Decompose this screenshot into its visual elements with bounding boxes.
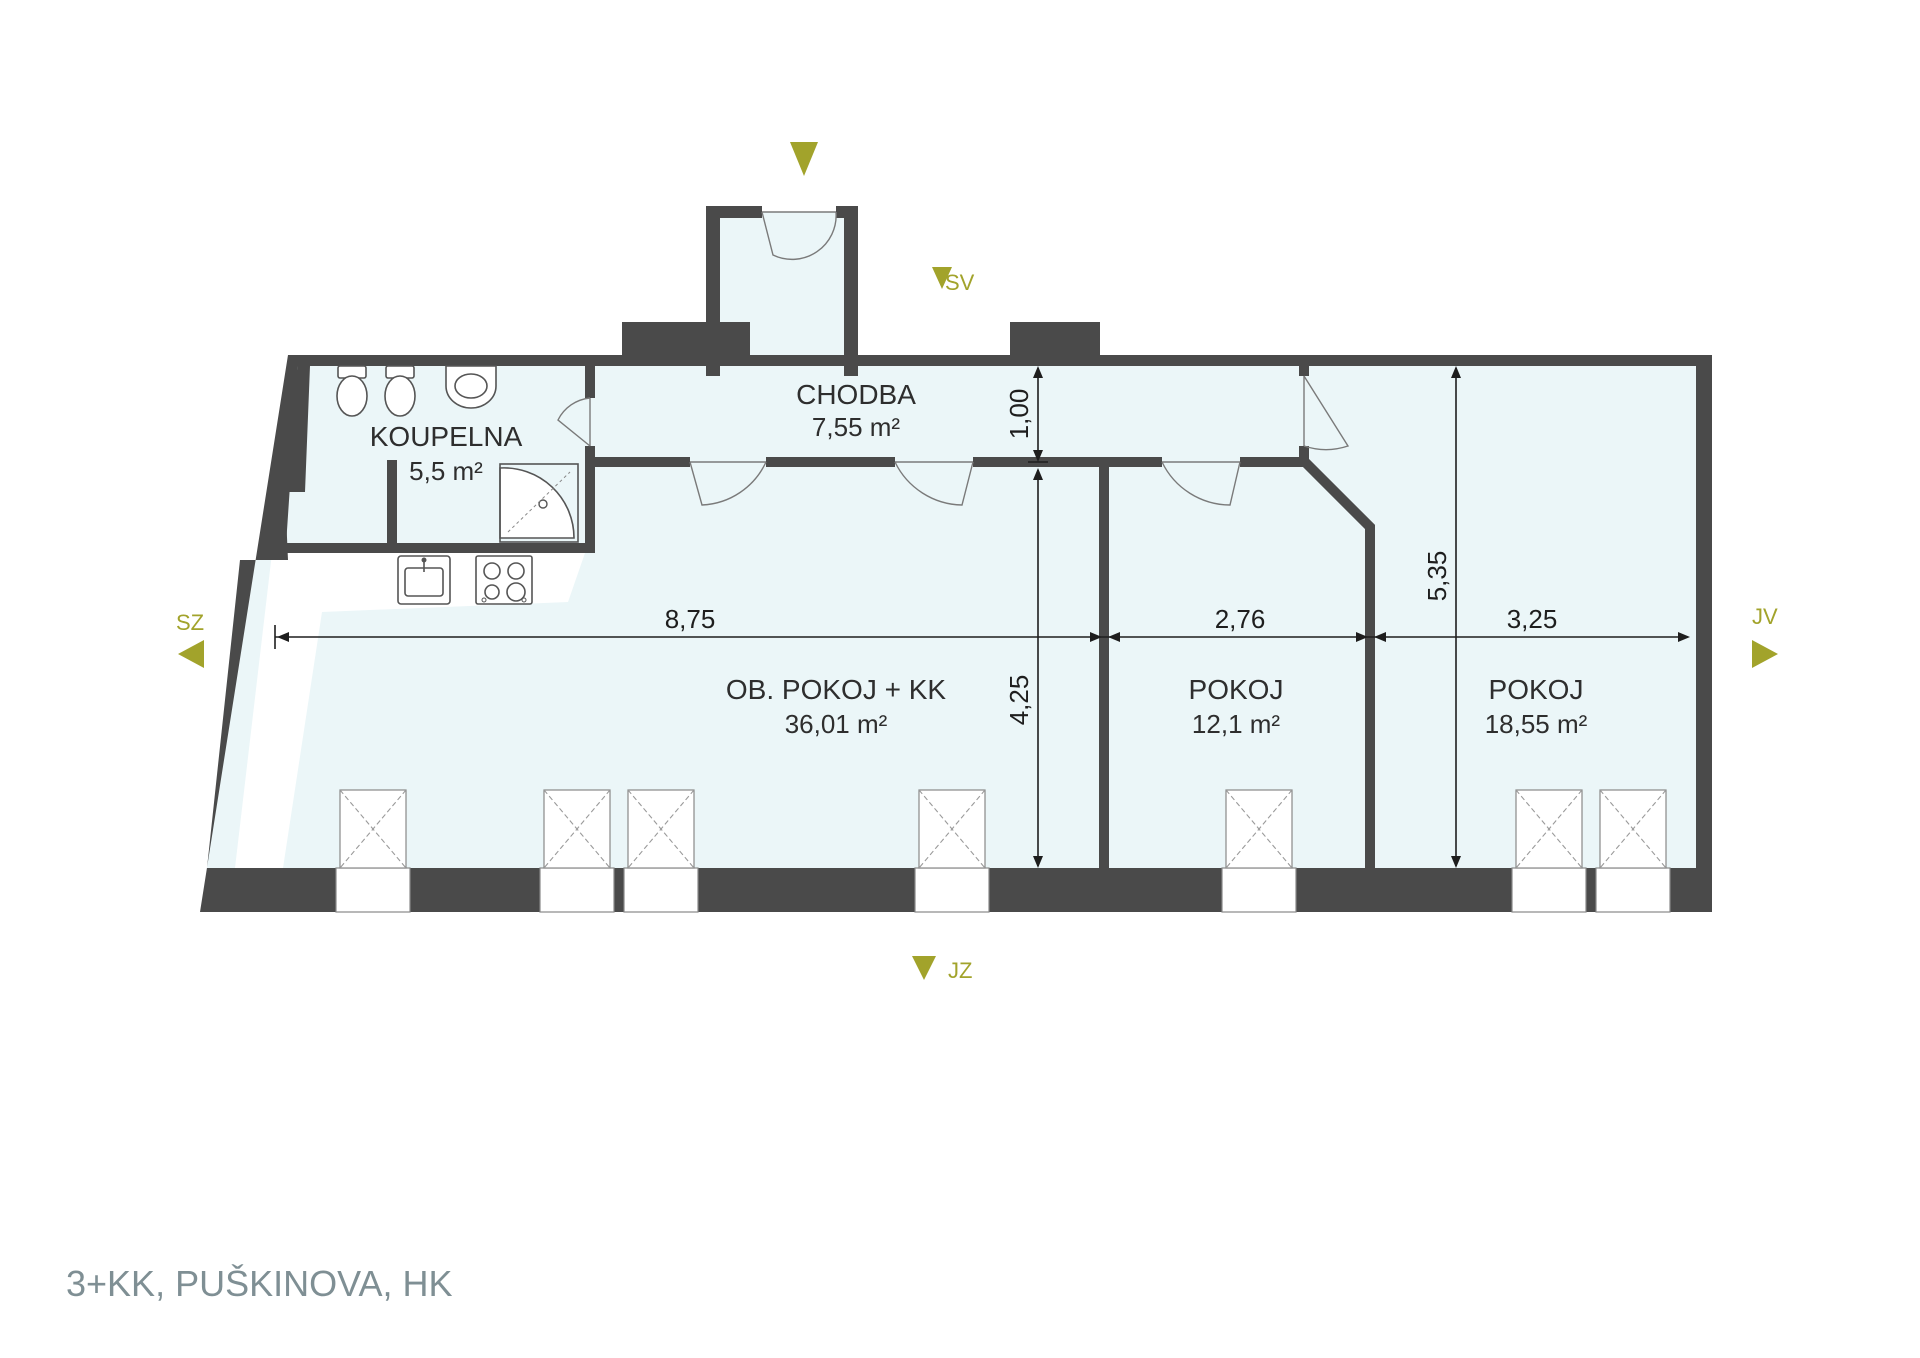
dim-label-obyvak-width: 8,75 xyxy=(665,604,716,634)
room-area-koupelna: 5,5 m² xyxy=(409,456,483,486)
dim-label-pokoj2-width: 3,25 xyxy=(1507,604,1558,634)
doors xyxy=(557,211,1350,506)
window-7 xyxy=(1595,789,1671,913)
dim-label-obyvak-depth: 4,25 xyxy=(1004,675,1034,726)
compass-markers: SV SZ JV JZ xyxy=(176,142,1778,983)
compass-label-jz: JZ xyxy=(948,958,972,983)
window-4 xyxy=(914,789,990,913)
windows xyxy=(335,789,1671,913)
west-pier xyxy=(276,366,310,560)
dim-label-chodba-depth: 1,00 xyxy=(1004,389,1034,440)
bedroom-door[interactable] xyxy=(1161,461,1241,506)
bedroom-diagonal-wall xyxy=(1301,458,1375,868)
dim-label-pokoj1-width: 2,76 xyxy=(1215,604,1266,634)
room-labels: KOUPELNA 5,5 m² CHODBA 7,55 m² OB. POKOJ… xyxy=(370,379,1588,739)
entrance-wall-left xyxy=(706,206,720,376)
window-1 xyxy=(335,789,411,913)
entrance-arrow-icon xyxy=(790,142,818,176)
chimney-right xyxy=(1010,322,1100,366)
interior-walls xyxy=(282,366,1375,868)
room-area-pokoj1: 12,1 m² xyxy=(1192,709,1280,739)
triangle-up-icon xyxy=(932,267,952,289)
room-name-obyvak: OB. POKOJ + KK xyxy=(726,674,947,705)
window-5 xyxy=(1221,789,1297,913)
triangle-left-icon xyxy=(178,640,204,668)
room-name-pokoj1: POKOJ xyxy=(1189,674,1284,705)
toilet-icon xyxy=(336,365,368,417)
shower-icon xyxy=(499,463,579,543)
dim-obyvak-depth xyxy=(1033,468,1043,868)
room-name-pokoj2: POKOJ xyxy=(1489,674,1584,705)
room-name-chodba: CHODBA xyxy=(796,379,916,410)
window-3 xyxy=(623,789,699,913)
bidet-icon xyxy=(384,365,416,417)
cooktop-icon xyxy=(475,555,533,605)
sink-icon xyxy=(397,555,451,605)
kitchen-counter-area xyxy=(235,553,585,868)
compass-label-sv: SV xyxy=(945,270,975,295)
chimney-left xyxy=(622,322,750,366)
entrance-wall-top-right xyxy=(836,206,858,218)
triangle-right-icon xyxy=(1752,640,1778,668)
window-6 xyxy=(1511,789,1587,913)
corridor-east-door[interactable] xyxy=(1303,375,1350,451)
dim-pokoj2-depth xyxy=(1451,366,1461,868)
dim-label-pokoj2-depth: 5,35 xyxy=(1422,551,1452,602)
window-2 xyxy=(539,789,615,913)
bathroom-door[interactable] xyxy=(557,397,591,447)
dim-horizontal xyxy=(274,625,1690,649)
fixtures xyxy=(336,365,579,605)
dimension-lines xyxy=(274,366,1690,868)
compass-label-sz: SZ xyxy=(176,610,204,635)
living-room-door-1[interactable] xyxy=(689,461,767,506)
outer-walls xyxy=(200,206,1712,912)
room-area-obyvak: 36,01 m² xyxy=(785,709,888,739)
triangle-down-icon xyxy=(912,956,936,980)
dim-chodba-depth xyxy=(1028,366,1048,463)
washbasin-icon xyxy=(445,365,497,409)
floor-areas xyxy=(207,212,1696,868)
entrance-wall-top-left xyxy=(706,206,762,218)
room-area-pokoj2: 18,55 m² xyxy=(1485,709,1588,739)
living-room-door-2[interactable] xyxy=(894,461,974,506)
compass-label-jv: JV xyxy=(1752,604,1778,629)
dimension-labels: 1,00 8,75 4,25 2,76 3,25 5,35 xyxy=(665,389,1558,726)
entrance-wall-right xyxy=(844,206,858,376)
room-name-koupelna: KOUPELNA xyxy=(370,421,523,452)
apartment-floor xyxy=(207,366,1696,868)
room-area-chodba: 7,55 m² xyxy=(812,412,900,442)
entrance-door[interactable] xyxy=(761,211,837,261)
plan-title: 3+KK, PUŠKINOVA, HK xyxy=(66,1263,452,1304)
